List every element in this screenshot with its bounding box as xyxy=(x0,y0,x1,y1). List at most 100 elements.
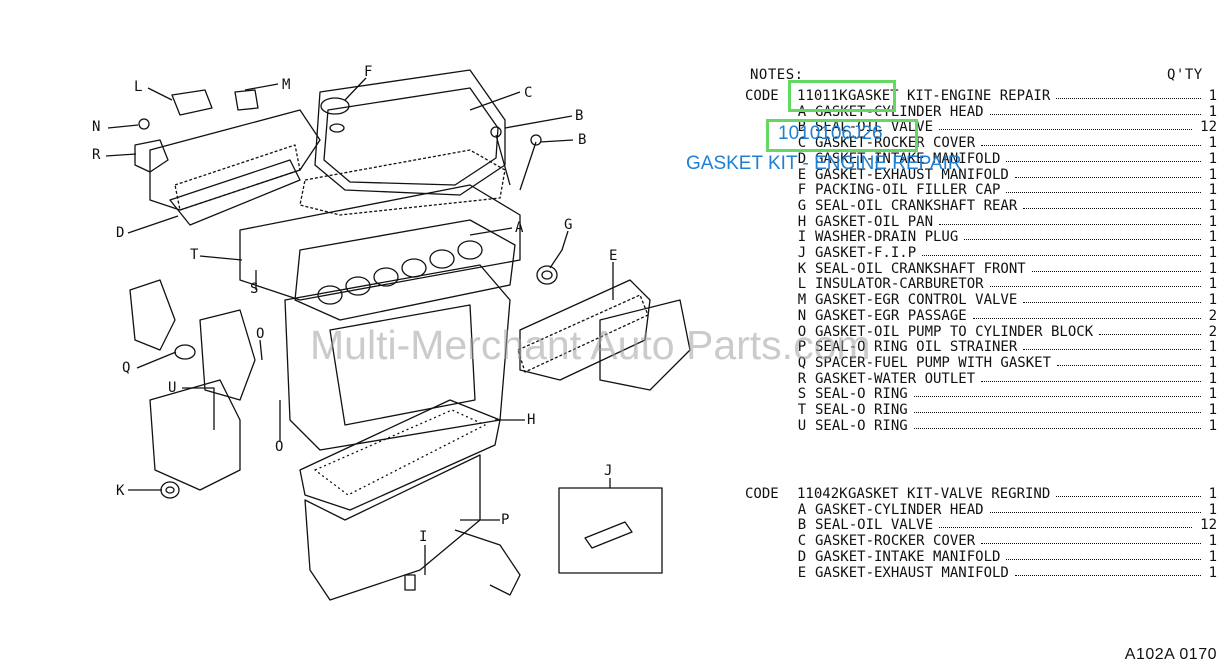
dotted-leader xyxy=(1023,349,1201,351)
cylinder-bore xyxy=(317,285,343,305)
part-description[interactable]: GASKET-OIL PUMP TO CYLINDER BLOCK xyxy=(815,323,1094,340)
part-letter: K xyxy=(797,260,807,277)
code-prefix: CODE xyxy=(745,486,779,502)
part-description[interactable]: GASKET-EGR PASSAGE xyxy=(815,307,967,324)
callout-letter: L xyxy=(134,79,143,95)
part-letter: M xyxy=(797,292,807,309)
callout-letter: O xyxy=(275,439,284,455)
part-description[interactable]: GASKET-CYLINDER HEAD xyxy=(815,103,984,120)
part-description[interactable]: GASKET-EXHAUST MANIFOLD xyxy=(815,564,1009,581)
callout-letter: P xyxy=(501,512,510,528)
part-letter: O xyxy=(797,323,807,340)
part-description[interactable]: GASKET-ROCKER COVER xyxy=(815,533,976,550)
part-description[interactable]: GASKET-EGR CONTROL VALVE xyxy=(815,292,1018,309)
part-letter: L xyxy=(797,276,807,293)
part-description[interactable]: PACKING-OIL FILLER CAP xyxy=(815,182,1001,199)
part-letter: P xyxy=(797,339,807,356)
dotted-leader xyxy=(981,380,1201,382)
quantity: 1 xyxy=(1208,135,1217,152)
dotted-leader xyxy=(1006,192,1201,194)
cylinder-bore xyxy=(373,267,399,287)
part-description[interactable]: GASKET-ROCKER COVER xyxy=(815,135,976,152)
quantity: 1 xyxy=(1208,564,1217,581)
callout-letter: F xyxy=(364,64,373,80)
overlay-part-name[interactable]: GASKET KIT - ENGINE REPAIR xyxy=(686,153,962,174)
dotted-leader xyxy=(1015,176,1201,178)
part-letter: D xyxy=(797,150,807,167)
kit-code-title[interactable]: 11042K xyxy=(797,486,848,502)
cylinder-bore xyxy=(345,276,371,296)
part-letter: F xyxy=(797,182,807,199)
part-description[interactable]: SEAL-O RING xyxy=(815,417,908,434)
part-description[interactable]: GASKET-OIL PAN xyxy=(815,213,934,230)
part-row: O GASKET-OIL PUMP TO CYLINDER BLOCK 2 xyxy=(745,324,1217,340)
part-description[interactable]: SEAL-OIL CRANKSHAFT REAR xyxy=(815,197,1018,214)
part-letter: C xyxy=(797,533,807,550)
part-description[interactable]: GASKET-F.I.P xyxy=(815,245,917,261)
overlay-part-number[interactable]: 1010106J26 xyxy=(778,123,883,144)
part-description[interactable]: INSULATOR-CARBURETOR xyxy=(815,276,984,293)
dotted-leader xyxy=(981,145,1201,147)
part-description[interactable]: SEAL-OIL VALVE xyxy=(815,119,934,136)
part-description[interactable]: SEAL-O RING OIL STRAINER xyxy=(815,339,1018,356)
callout-letter: N xyxy=(92,119,101,135)
part-description[interactable]: GASKET-WATER OUTLET xyxy=(815,370,976,387)
quantity: 1 xyxy=(1208,197,1217,214)
part-letter: U xyxy=(797,417,807,434)
notes-label: NOTES: xyxy=(750,67,804,83)
quantity: 12 xyxy=(1200,517,1217,534)
kit-title: GASKET KIT-VALVE REGRIND xyxy=(848,486,1051,502)
callout-letter: R xyxy=(92,147,101,163)
part-description[interactable]: SEAL-O RING xyxy=(815,386,908,403)
dotted-leader xyxy=(1056,496,1201,497)
part-description[interactable]: SEAL-O RING xyxy=(815,402,908,418)
part-letter: J xyxy=(797,245,807,261)
quantity: 1 xyxy=(1208,417,1217,434)
part-row: E GASKET-EXHAUST MANIFOLD 1 xyxy=(745,565,1217,581)
quantity: 2 xyxy=(1208,323,1217,340)
part-row: C GASKET-ROCKER COVER 1 xyxy=(745,533,1217,549)
part-description[interactable]: GASKET-INTAKE MANIFOLD xyxy=(815,150,1001,167)
part-description[interactable]: SPACER-FUEL PUMP WITH GASKET xyxy=(815,354,1052,371)
callout-letter: B xyxy=(578,132,587,148)
dotted-leader xyxy=(939,527,1192,529)
part-description[interactable]: SEAL-OIL VALVE xyxy=(815,517,934,534)
quantity: 1 xyxy=(1208,501,1217,518)
callout-letter: G xyxy=(564,217,573,233)
quantity: 1 xyxy=(1208,166,1217,183)
quantity: 1 xyxy=(1208,533,1217,550)
qty-header: Q'TY xyxy=(1167,67,1203,83)
part-description[interactable]: GASKET-EXHAUST MANIFOLD xyxy=(815,166,1009,183)
quantity: 12 xyxy=(1200,119,1217,136)
part-letter: E xyxy=(797,564,807,581)
part-letter: E xyxy=(797,166,807,183)
part-description[interactable]: GASKET-CYLINDER HEAD xyxy=(815,501,984,518)
callout-letter: D xyxy=(116,225,125,241)
part-description[interactable]: SEAL-OIL CRANKSHAFT FRONT xyxy=(815,260,1026,277)
kit-code-title[interactable]: 11011K xyxy=(797,88,848,104)
part-letter: S xyxy=(797,386,807,403)
part-row: Q SPACER-FUEL PUMP WITH GASKET 1 xyxy=(745,355,1217,371)
watermark: Multi-Merchant Auto Parts.com xyxy=(310,322,871,368)
quantity: 1 xyxy=(1208,339,1217,356)
callout-letter: O xyxy=(256,326,265,342)
dotted-leader xyxy=(990,511,1201,513)
dotted-leader xyxy=(922,255,1201,256)
dotted-leader xyxy=(914,427,1201,429)
dotted-leader xyxy=(990,113,1201,115)
part-description[interactable]: WASHER-DRAIN PLUG xyxy=(815,229,959,246)
part-letter: Q xyxy=(797,354,807,371)
dotted-leader xyxy=(1015,574,1201,576)
quantity: 1 xyxy=(1208,354,1217,371)
dotted-leader xyxy=(1032,270,1201,272)
part-letter: R xyxy=(797,370,807,387)
part-description[interactable]: GASKET-INTAKE MANIFOLD xyxy=(815,548,1001,565)
